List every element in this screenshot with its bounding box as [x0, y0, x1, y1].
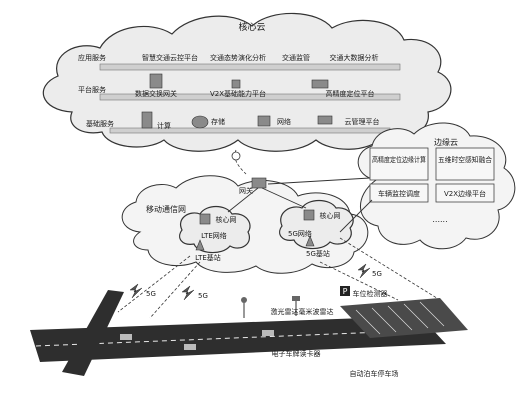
g5-core-label: 核心网	[320, 211, 341, 220]
application-shelf	[99, 63, 401, 71]
gateway-label: 网关	[239, 186, 253, 195]
edge-item-3: 车辆监控调度	[378, 189, 420, 198]
road-center-lane	[35, 329, 433, 347]
cloud-manager-icon	[317, 115, 333, 125]
parking-spaces	[355, 301, 445, 335]
lte-station-label: LTE基站	[195, 253, 221, 262]
core-link-node-icon	[231, 151, 241, 161]
parking-sign-letter: P	[343, 287, 348, 296]
lte-core-label: 核心网	[216, 215, 237, 224]
edge-cloud: 边缘云 高精度定位边缘计算 五维时空感知融合 车辆监控调度 V2X边缘平台 ..…	[357, 122, 516, 250]
edge-box-perception	[435, 147, 495, 181]
positioning-platform-icon	[311, 79, 329, 89]
5g-edge-link	[339, 199, 373, 233]
infra-item-1: 计算	[157, 121, 171, 130]
app-item-3: 交通监管	[282, 53, 310, 62]
infra-item-2: 存储	[211, 117, 225, 126]
platform-item-2: V2X基础能力平台	[210, 89, 266, 98]
infra-item-3: 网络	[277, 117, 291, 126]
app-item-1: 智慧交通云控平台	[142, 53, 198, 62]
infra-item-4: 云管理平台	[345, 117, 380, 126]
camera-icon	[241, 297, 247, 303]
platform-item-1: 数据交换网关	[135, 89, 177, 98]
signal-bolt-icon-2	[181, 285, 195, 301]
compute-server-icon	[141, 111, 153, 129]
link-label-5g-2: 5G	[198, 292, 208, 300]
infrastructure-row-label: 基础服务	[86, 119, 114, 128]
platform-row-label: 平台服务	[78, 85, 106, 94]
link-label-5g-3: 5G	[372, 270, 382, 278]
network-icon	[257, 115, 271, 127]
road-scene: P	[30, 286, 468, 376]
lte-road-link-2	[149, 261, 201, 319]
car-2	[184, 344, 196, 350]
rfid-reader-label: 电子车牌读卡器	[272, 349, 321, 358]
auto-parking-label: 自动泊车停车场	[350, 369, 399, 378]
gateway-icon	[251, 177, 267, 189]
edge-cloud-title: 边缘云	[434, 137, 458, 147]
space-detector-label: 车位检测器	[353, 289, 388, 298]
g5-network-label: 5G网络	[288, 229, 312, 238]
gateway-5g-link	[261, 187, 307, 209]
edge-item-4: V2X边缘平台	[444, 189, 486, 198]
g5-core-icon	[303, 209, 315, 221]
mobile-network-cloud: 移动通信网 网关 核心网 LTE网络 核心网 5G网络	[121, 175, 369, 274]
signal-bolt-icon-1	[129, 283, 143, 299]
car-1	[120, 334, 132, 340]
gateway-lte-link	[227, 187, 259, 213]
link-label-5g-1: 5G	[146, 290, 156, 298]
edge-item-more: ......	[432, 215, 447, 224]
infrastructure-shelf	[109, 127, 391, 134]
edge-item-1: 高精度定位边缘计算	[372, 155, 426, 164]
v2x-platform-icon	[231, 79, 241, 89]
parking-sign	[340, 286, 350, 296]
edge-item-2: 五维时空感知融合	[438, 155, 492, 164]
lte-road-link-1	[117, 255, 191, 313]
edge-box-v2x	[435, 183, 495, 203]
g5-road-link	[319, 261, 399, 301]
core-cloud-title: 核心云	[238, 21, 265, 33]
storage-icon	[191, 115, 209, 129]
app-item-4: 交通大数据分析	[330, 53, 379, 62]
g5-tower-icon	[305, 235, 315, 247]
radar-label: 激光雷达毫米波雷达	[271, 307, 334, 316]
platform-item-3: 高精度定位平台	[326, 89, 375, 98]
core-cloud: 核心云 应用服务 智慧交通云控平台 交通态势演化分析 交通监管 交通大数据分析 …	[42, 12, 452, 152]
cross-road	[62, 290, 124, 376]
main-road	[30, 316, 446, 362]
platform-shelf	[99, 93, 401, 101]
edge-box-positioning	[369, 147, 429, 181]
gateway-edge-link	[267, 177, 371, 185]
application-row-label: 应用服务	[78, 53, 106, 62]
lte-network-label: LTE网络	[201, 231, 227, 240]
car-3	[262, 330, 274, 336]
edge-box-scheduling	[369, 183, 429, 203]
app-item-2: 交通态势演化分析	[210, 53, 266, 62]
radar-icon	[292, 296, 300, 301]
lte-core-icon	[199, 213, 211, 225]
g5-station-label: 5G基站	[306, 249, 330, 258]
lte-tower-icon	[195, 239, 205, 251]
mobile-network-label: 移动通信网	[146, 204, 186, 214]
signal-bolt-icon-3	[357, 263, 371, 279]
gateway-server-icon	[149, 73, 163, 89]
